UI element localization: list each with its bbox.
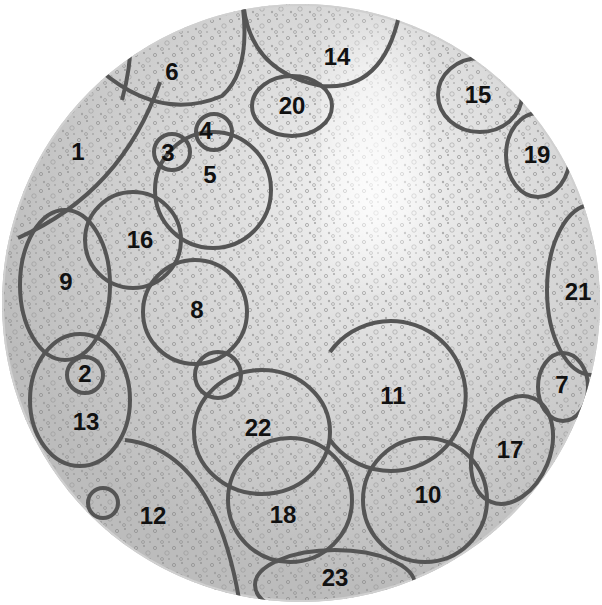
colony-number: 21 xyxy=(565,280,592,304)
colony-number: 11 xyxy=(380,384,405,408)
colony-number: 10 xyxy=(415,483,442,507)
colony-circle: 21 xyxy=(543,201,602,379)
colony-number: 6 xyxy=(165,60,178,84)
colony-circle: 19 xyxy=(502,109,574,201)
colony-circle: 15 xyxy=(434,54,526,136)
colony-outline xyxy=(155,132,271,248)
colony-outline xyxy=(67,357,103,393)
colony-number: 16 xyxy=(127,228,154,252)
colony-circle: 10 xyxy=(359,434,491,566)
colony-circle: 12 xyxy=(122,436,244,605)
colony-number: 23 xyxy=(322,566,349,590)
colony-outline xyxy=(30,334,130,466)
colony-circle: 6 xyxy=(96,0,256,124)
colony-outline xyxy=(363,438,487,562)
colony-outline xyxy=(438,58,522,132)
colony-number: 8 xyxy=(190,298,203,322)
colony-circle: 7 xyxy=(534,349,592,425)
colony-circle: 23 xyxy=(251,546,419,605)
colony-number: 1 xyxy=(71,140,84,164)
colony-circle: 11 xyxy=(326,318,474,472)
colony-number: 22 xyxy=(245,416,272,440)
colony-circle: 16 xyxy=(81,188,185,292)
colony-circle: 8 xyxy=(139,256,251,368)
colony-number: 14 xyxy=(324,45,351,69)
colony-outline xyxy=(547,205,602,375)
colony-number: 17 xyxy=(497,438,524,462)
colony-number: 2 xyxy=(78,362,91,386)
colony-circle: 17 xyxy=(452,390,572,510)
colony-circle: 14 xyxy=(238,0,406,94)
colony-circle: 22 xyxy=(190,366,334,498)
colony-number: 12 xyxy=(140,504,167,528)
colony-number: 13 xyxy=(73,410,100,434)
colony-outline xyxy=(18,0,160,238)
colony-outline xyxy=(100,0,245,105)
colony-number: 4 xyxy=(199,119,212,143)
colony-number: 15 xyxy=(465,83,492,107)
colony-outline xyxy=(330,321,466,471)
colony-outline xyxy=(255,550,415,605)
colony-outline xyxy=(456,384,568,516)
colony-outline xyxy=(125,440,240,605)
colony-circle: 13 2 xyxy=(26,330,134,470)
colony-outline xyxy=(238,0,406,94)
colony-outline xyxy=(228,438,352,562)
colony-circle: 2 xyxy=(63,353,107,397)
colony-outline xyxy=(14,0,164,242)
colony-circle: 20 xyxy=(248,72,336,140)
colony-number: 9 xyxy=(59,270,72,294)
colony-outline xyxy=(243,0,402,86)
colony-outline xyxy=(224,434,356,566)
colony-number: 7 xyxy=(555,373,568,397)
colony-circle: 1 xyxy=(14,0,164,242)
colony-outline xyxy=(194,370,330,494)
colony-number: 3 xyxy=(161,141,174,165)
colony-number: 18 xyxy=(270,503,297,527)
colony-outline xyxy=(26,330,134,470)
colony-circle: 18 xyxy=(224,434,356,566)
colony-outline xyxy=(143,260,247,364)
colony-outline xyxy=(506,113,570,197)
colony-number: 19 xyxy=(524,143,551,167)
colony-number: 20 xyxy=(279,94,306,118)
colony-outline xyxy=(252,76,332,136)
colony-number: 5 xyxy=(203,163,216,187)
